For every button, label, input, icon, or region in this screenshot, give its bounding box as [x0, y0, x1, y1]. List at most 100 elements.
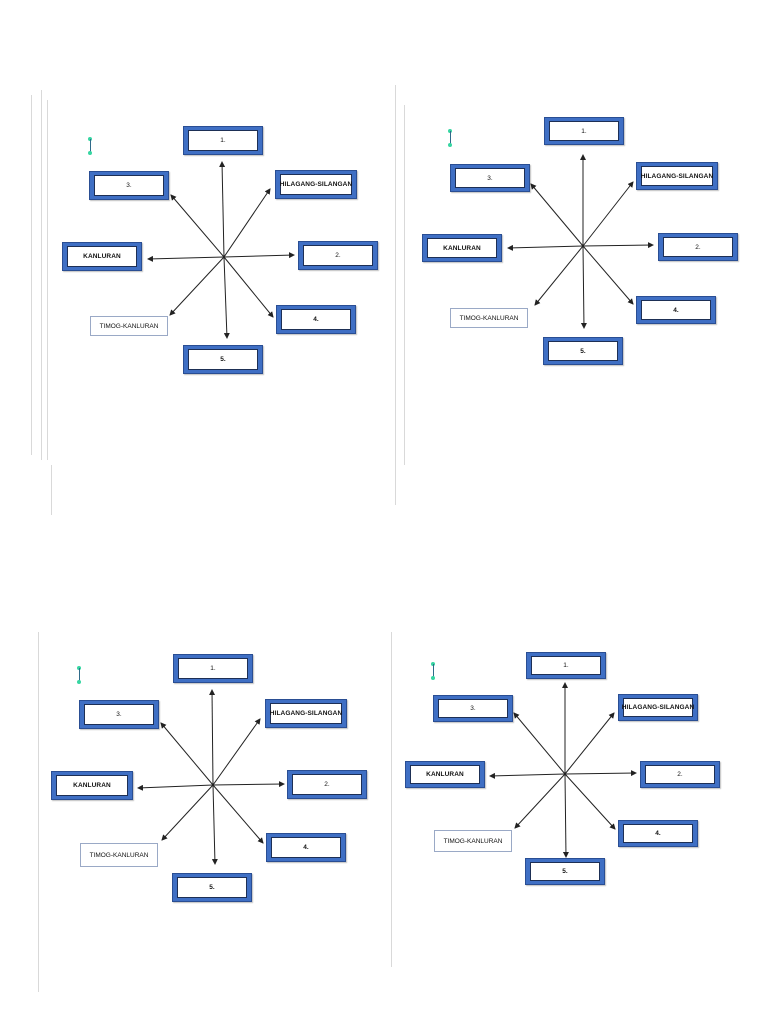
compass-diagram: 1. 3. HILAGANG-SILANGAN KANLURAN 2. TIMO… — [0, 0, 380, 380]
page-rule — [31, 95, 32, 455]
page-rule — [51, 465, 52, 515]
label-box-east[interactable]: 2. — [640, 761, 720, 788]
label-box-east[interactable]: 2. — [298, 241, 378, 270]
arrow-southeast — [223, 256, 274, 318]
arrow-northwest — [170, 194, 225, 258]
arrow-north — [209, 689, 216, 786]
arrow-west — [507, 244, 584, 251]
label-box-northeast[interactable]: HILAGANG-SILANGAN — [618, 694, 698, 721]
page-rule — [404, 105, 405, 465]
label-box-southeast[interactable]: 4. — [618, 820, 698, 847]
label-southeast: 4. — [623, 824, 693, 843]
arrows-layer — [507, 154, 654, 329]
label-west: KANLURAN — [56, 775, 128, 796]
label-east: 2. — [292, 774, 362, 795]
arrow-east — [582, 242, 654, 249]
label-northwest: 3. — [94, 175, 164, 196]
arrow-southwest — [534, 245, 584, 306]
label-south: 5. — [188, 349, 258, 370]
label-box-south[interactable]: 5. — [183, 345, 263, 374]
label-south: 5. — [177, 877, 247, 898]
arrow-south — [223, 256, 230, 339]
arrow-east — [223, 252, 295, 259]
arrow-south — [580, 245, 587, 329]
label-northwest: 3. — [455, 168, 525, 188]
arrow-northwest — [530, 183, 584, 247]
arrow-southeast — [582, 245, 634, 305]
label-southeast: 4. — [271, 837, 341, 858]
label-west: KANLURAN — [67, 246, 137, 267]
label-southwest: TIMOG-KANLURAN — [450, 308, 528, 328]
label-south: 5. — [530, 862, 600, 881]
page-rule — [41, 90, 42, 460]
arrow-south — [211, 784, 218, 865]
label-east: 2. — [663, 237, 733, 257]
label-box-south[interactable]: 5. — [543, 337, 623, 365]
arrow-northeast — [212, 718, 261, 786]
pin-marker — [88, 137, 92, 155]
arrow-southeast — [212, 784, 264, 844]
label-box-west[interactable]: KANLURAN — [422, 234, 502, 262]
label-east: 2. — [303, 245, 373, 266]
label-box-northwest[interactable]: 3. — [79, 700, 159, 729]
label-box-east[interactable]: 2. — [658, 233, 738, 261]
label-box-northeast[interactable]: HILAGANG-SILANGAN — [265, 699, 347, 728]
arrow-south — [562, 773, 569, 858]
label-box-southeast[interactable]: 4. — [276, 305, 356, 334]
label-east: 2. — [645, 765, 715, 784]
label-box-north[interactable]: 1. — [526, 652, 606, 679]
label-southeast: 4. — [281, 309, 351, 330]
label-box-south[interactable]: 5. — [525, 858, 605, 885]
label-box-northeast[interactable]: HILAGANG-SILANGAN — [636, 162, 718, 190]
label-southwest: TIMOG-KANLURAN — [90, 316, 168, 336]
arrow-west — [489, 772, 566, 779]
label-northeast: HILAGANG-SILANGAN — [270, 703, 342, 724]
arrow-northeast — [564, 712, 615, 775]
label-box-southeast[interactable]: 4. — [636, 296, 716, 324]
arrow-east — [212, 781, 285, 788]
page-rule — [47, 100, 48, 460]
label-box-northwest[interactable]: 3. — [89, 171, 169, 200]
label-northeast: HILAGANG-SILANGAN — [622, 698, 694, 717]
arrow-west — [147, 255, 225, 262]
pin-marker — [431, 662, 435, 680]
label-box-west[interactable]: KANLURAN — [405, 761, 485, 788]
label-box-southeast[interactable]: 4. — [266, 833, 346, 862]
label-box-east[interactable]: 2. — [287, 770, 367, 799]
label-south: 5. — [548, 341, 618, 361]
label-west: KANLURAN — [427, 238, 497, 258]
label-box-northeast[interactable]: HILAGANG-SILANGAN — [275, 170, 357, 199]
page-rule — [38, 632, 39, 992]
label-north: 1. — [178, 658, 248, 679]
label-box-west[interactable]: KANLURAN — [51, 771, 133, 800]
label-box-north[interactable]: 1. — [183, 126, 263, 155]
arrow-northeast — [223, 188, 271, 258]
label-northeast: HILAGANG-SILANGAN — [280, 174, 352, 195]
label-northwest: 3. — [438, 699, 508, 718]
label-west: KANLURAN — [410, 765, 480, 784]
pin-marker — [77, 666, 81, 684]
compass-diagram: 1. 3. HILAGANG-SILANGAN KANLURAN 2. TIMO… — [0, 0, 738, 380]
arrow-southwest — [514, 773, 566, 829]
label-box-northwest[interactable]: 3. — [433, 695, 513, 722]
arrow-northwest — [160, 722, 214, 786]
label-northeast: HILAGANG-SILANGAN — [641, 166, 713, 186]
label-box-north[interactable]: 1. — [173, 654, 253, 683]
arrow-southeast — [564, 773, 616, 830]
arrows-layer — [137, 689, 285, 865]
page-rule — [395, 85, 396, 505]
page-rule — [391, 632, 392, 967]
arrow-southwest — [169, 256, 225, 316]
arrow-north — [219, 161, 226, 258]
label-box-northwest[interactable]: 3. — [450, 164, 530, 192]
label-northwest: 3. — [84, 704, 154, 725]
label-north: 1. — [531, 656, 601, 675]
label-southeast: 4. — [641, 300, 711, 320]
compass-diagram: 1. 3. HILAGANG-SILANGAN KANLURAN 2. TIMO… — [0, 0, 720, 885]
label-box-south[interactable]: 5. — [172, 873, 252, 902]
label-box-west[interactable]: KANLURAN — [62, 242, 142, 271]
arrows-layer — [147, 161, 295, 339]
label-southwest: TIMOG-KANLURAN — [80, 843, 158, 867]
label-box-north[interactable]: 1. — [544, 117, 624, 145]
label-north: 1. — [549, 121, 619, 141]
